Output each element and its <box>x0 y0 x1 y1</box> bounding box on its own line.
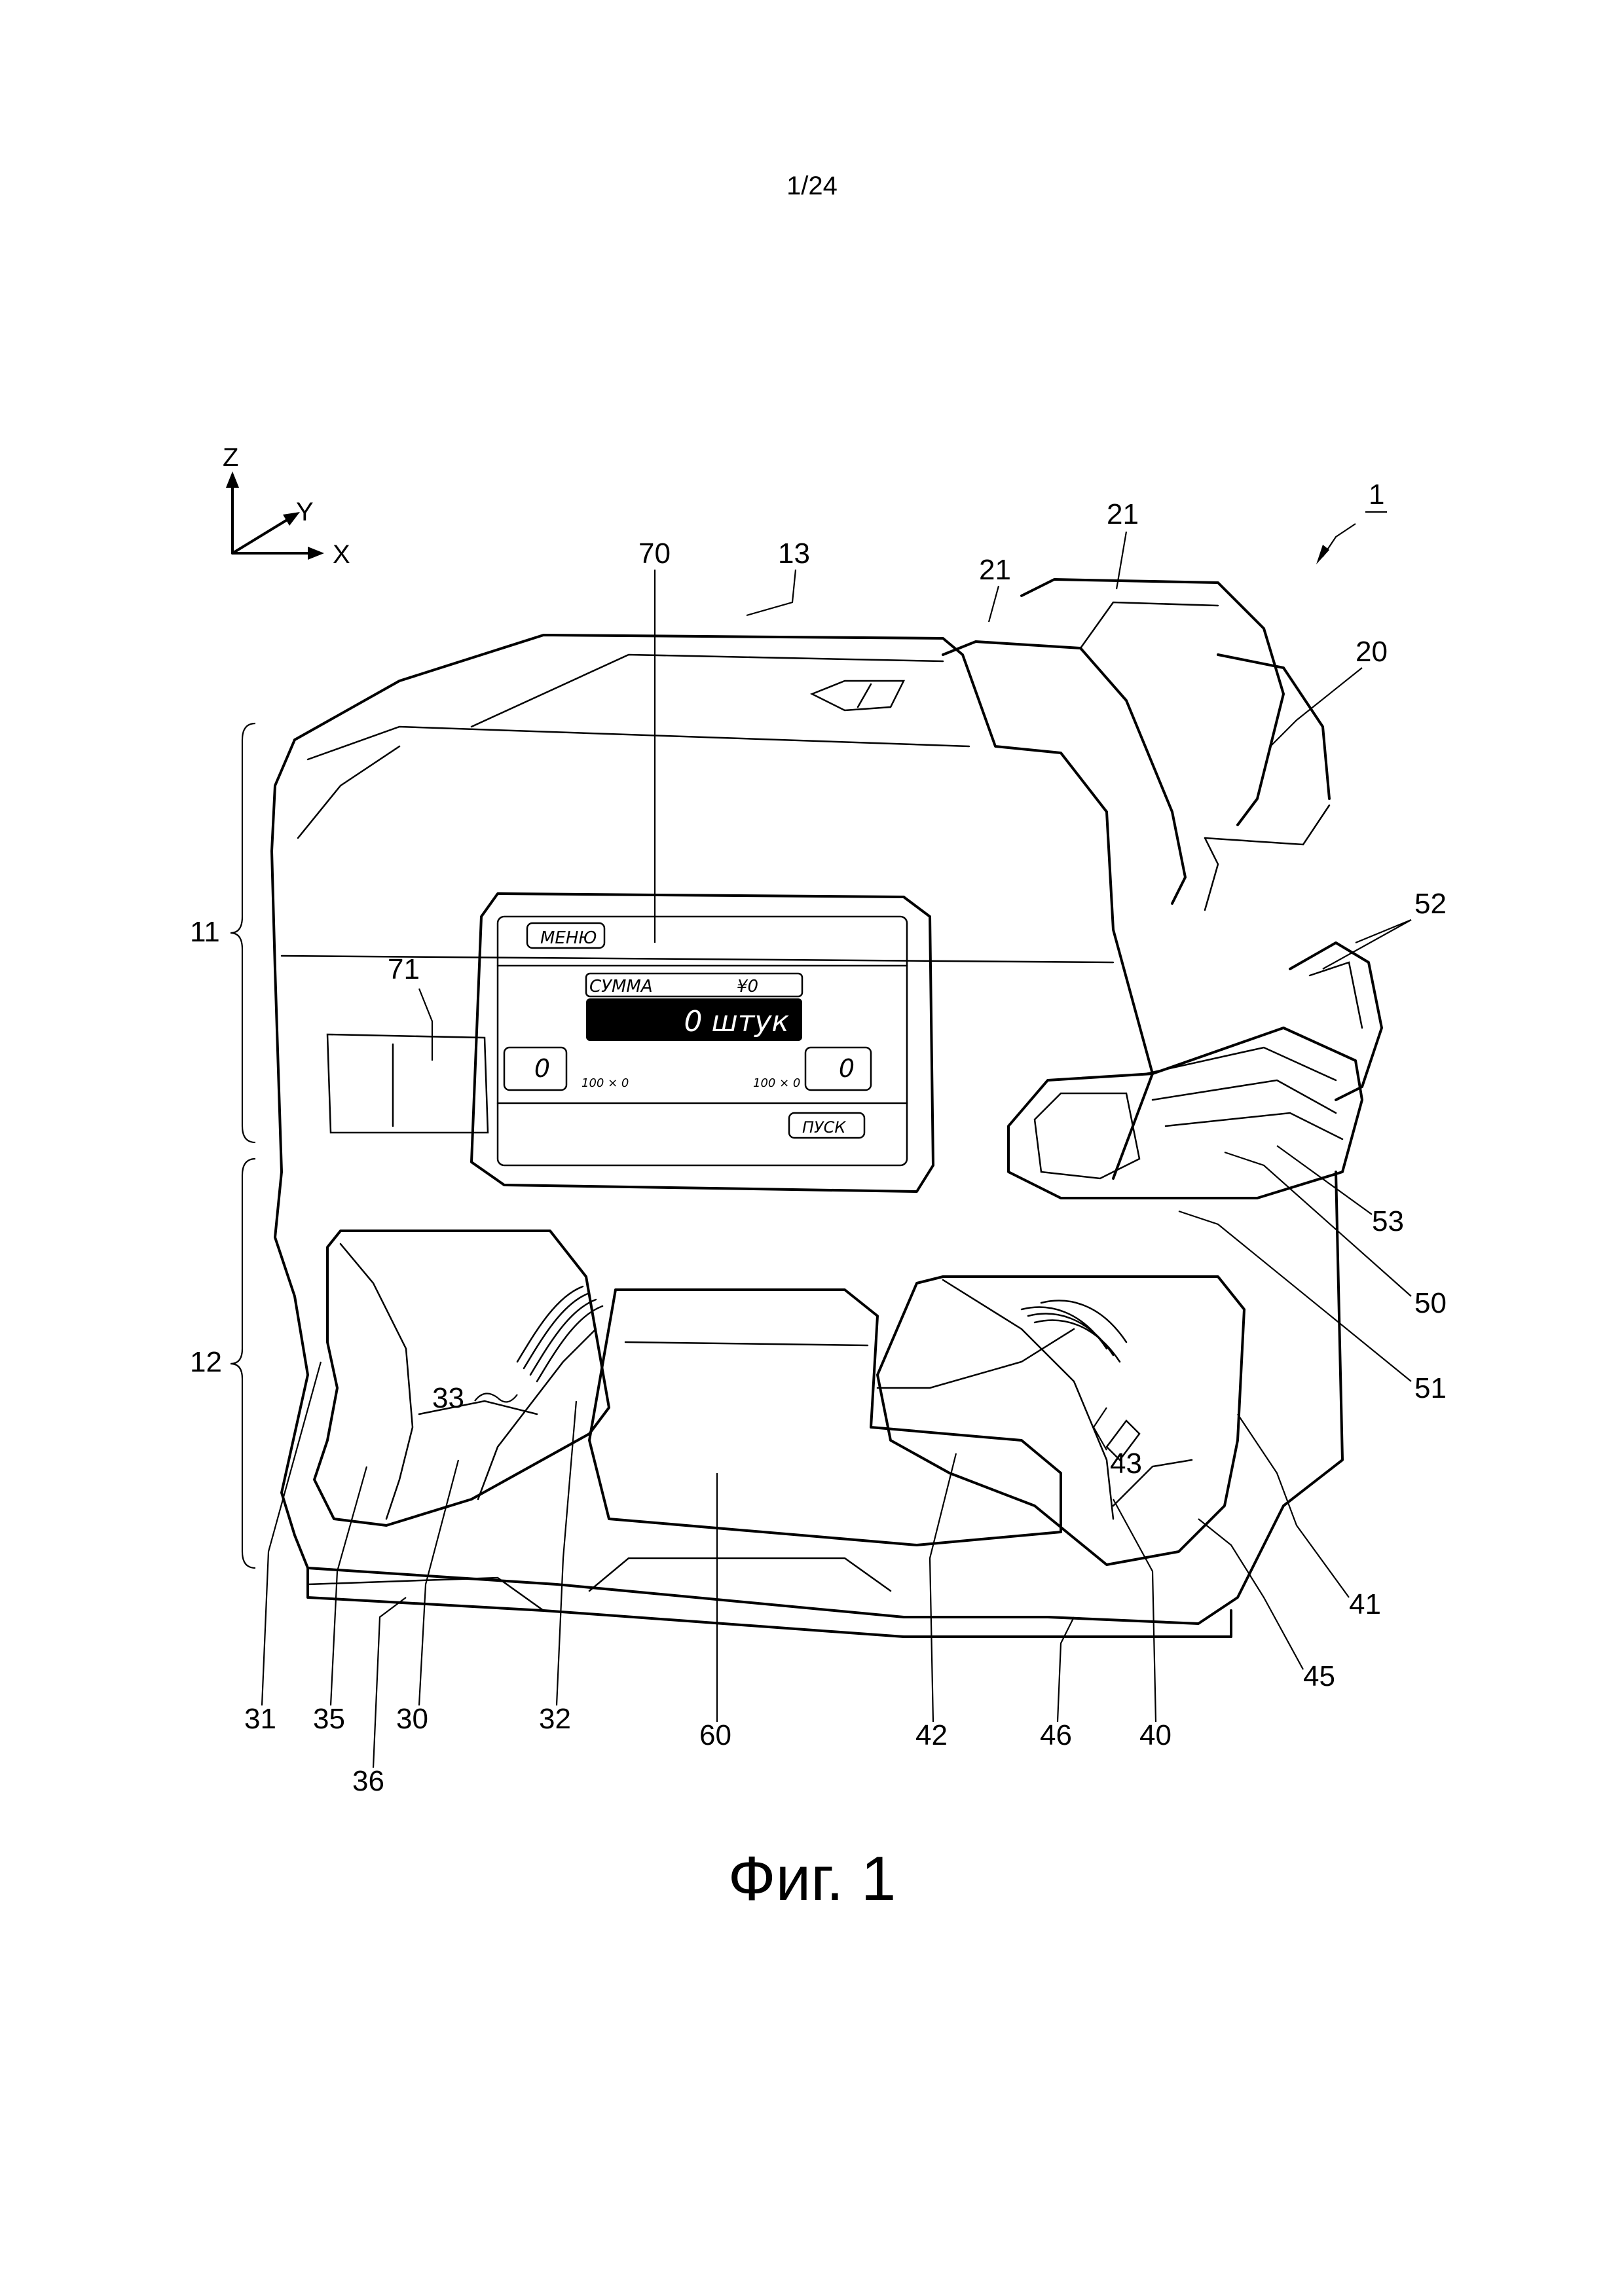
start-button-label: ПУСК <box>802 1118 846 1137</box>
left-count: 0 <box>534 1054 550 1083</box>
axis-z-label: Z <box>223 443 238 472</box>
ref-45: 45 <box>1303 1660 1335 1692</box>
coordinate-axes: Z Y X <box>223 443 350 569</box>
reject-tray-outline <box>1008 1028 1362 1198</box>
bracket-11 <box>231 723 255 1142</box>
banknote-machine: МЕНЮ СУММА ¥0 0 штук 0 100 × 0 100 × 0 0… <box>272 579 1382 1637</box>
left-denomination: 100 × 0 <box>581 1076 629 1090</box>
ref-20: 20 <box>1356 636 1388 668</box>
ref-33: 33 <box>432 1382 464 1414</box>
ref-35: 35 <box>313 1703 345 1735</box>
ref-21-front: 21 <box>979 554 1011 586</box>
right-count: 0 <box>839 1054 855 1083</box>
left-stacking-pocket <box>314 1231 609 1525</box>
ref-53: 53 <box>1372 1205 1404 1237</box>
ref-30: 30 <box>396 1703 428 1735</box>
bracket-12 <box>231 1159 255 1568</box>
ref-60: 60 <box>699 1719 731 1751</box>
ref-43: 43 <box>1110 1448 1142 1480</box>
side-panel-71 <box>327 1034 488 1133</box>
right-denomination: 100 × 0 <box>753 1076 800 1090</box>
ref-13: 13 <box>778 538 810 570</box>
ref-46: 46 <box>1040 1719 1072 1751</box>
ref-11: 11 <box>190 916 220 948</box>
ref-51: 51 <box>1414 1372 1447 1404</box>
figure-caption: Фиг. 1 <box>0 1843 1624 1915</box>
total-label: СУММА <box>589 977 653 996</box>
ref-70: 70 <box>638 538 671 570</box>
ref-32: 32 <box>539 1703 571 1735</box>
ref-71: 71 <box>388 953 420 985</box>
ref-21-rear: 21 <box>1107 498 1139 530</box>
ref-12: 12 <box>190 1346 222 1378</box>
ref-41: 41 <box>1349 1588 1381 1620</box>
ref-31: 31 <box>244 1703 276 1735</box>
ref-50: 50 <box>1414 1287 1447 1319</box>
hopper-rear-guide <box>1022 579 1283 825</box>
ref-40: 40 <box>1139 1719 1172 1751</box>
total-value: ¥0 <box>737 977 758 996</box>
axis-x-label: X <box>333 540 350 569</box>
center-panel-60 <box>589 1290 1061 1545</box>
ref-device: 1 <box>1369 479 1384 511</box>
ref-42: 42 <box>915 1719 948 1751</box>
menu-button-label: МЕНЮ <box>540 928 597 948</box>
axis-y-label: Y <box>296 498 314 526</box>
hopper-outline <box>943 642 1185 903</box>
count-text: 0 штук <box>684 1005 790 1038</box>
ref-36: 36 <box>352 1765 384 1797</box>
upper-body-outline <box>295 635 1153 1178</box>
ref-52: 52 <box>1414 888 1447 920</box>
